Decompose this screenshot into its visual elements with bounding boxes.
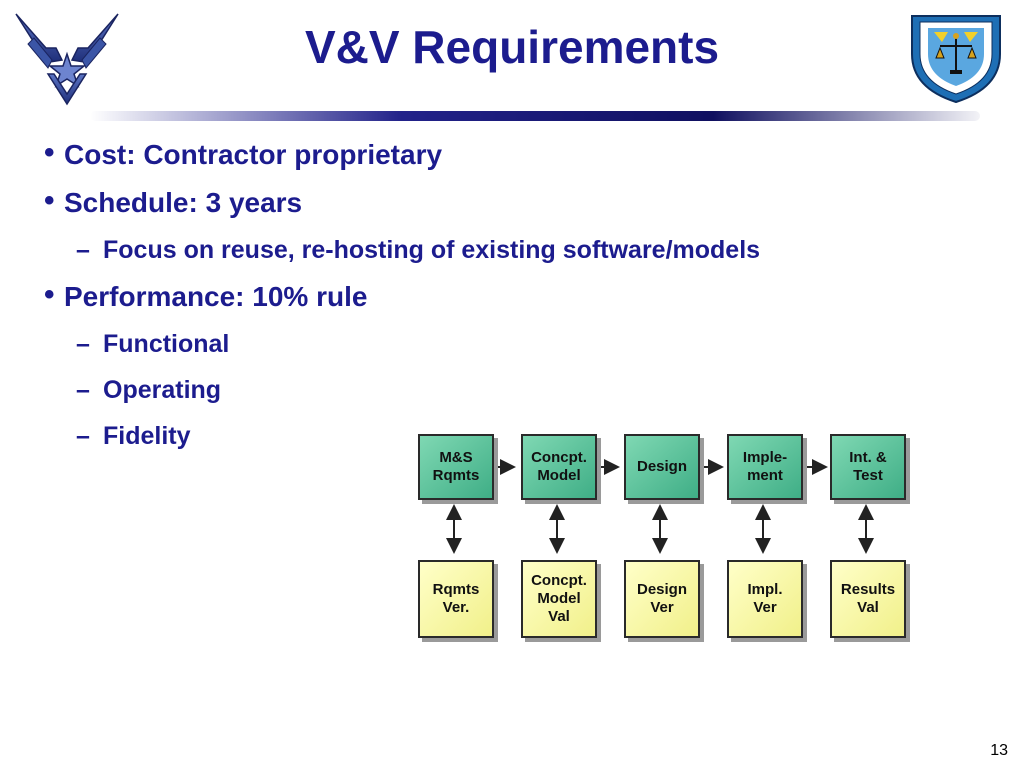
sub-bullet-text: Focus on reuse, re-hosting of existing s…: [103, 236, 761, 264]
bullet-list: • Cost: Contractor proprietary • Schedul…: [40, 136, 1000, 466]
bullet-item: • Cost: Contractor proprietary: [40, 136, 1000, 186]
bullet-text: Performance: 10% rule: [64, 281, 368, 312]
bullet-dot-icon: •: [44, 136, 55, 169]
dash-icon: –: [76, 422, 90, 450]
bullet-dot-icon: •: [44, 184, 55, 217]
diagram-arrows: [404, 420, 909, 644]
sub-bullet-item: – Functional: [40, 328, 1000, 374]
slide-title: V&V Requirements: [304, 21, 720, 73]
sub-bullet-text: Operating: [103, 376, 222, 404]
title-divider: [90, 111, 980, 121]
process-box-impl-ver: Impl.Ver: [727, 560, 803, 638]
dash-icon: –: [76, 236, 90, 264]
sub-bullet-text: Functional: [103, 330, 230, 358]
process-box-concpt-model: Concpt.Model: [521, 434, 597, 500]
bullet-text: Cost: Contractor proprietary: [64, 139, 443, 170]
dash-icon: –: [76, 330, 90, 358]
bullet-item: • Performance: 10% rule: [40, 278, 1000, 328]
process-box-implement: Imple-ment: [727, 434, 803, 500]
sub-bullet-item: – Focus on reuse, re-hosting of existing…: [40, 234, 1000, 280]
test-evaluation-center-shield-icon: [911, 15, 1001, 104]
sub-bullet-item: – Fidelity: [40, 420, 1000, 466]
sub-bullet-text: Fidelity: [103, 422, 191, 450]
dash-icon: –: [76, 376, 90, 404]
bullet-item: • Schedule: 3 years: [40, 184, 1000, 234]
process-box-int-test: Int. &Test: [830, 434, 906, 500]
bullet-text: Schedule: 3 years: [64, 187, 303, 218]
air-force-symbol-icon: [15, 13, 119, 106]
bullet-dot-icon: •: [44, 278, 55, 311]
page-number: 13: [990, 742, 1008, 759]
sub-bullet-item: – Operating: [40, 374, 1000, 420]
process-box-design: Design: [624, 434, 700, 500]
